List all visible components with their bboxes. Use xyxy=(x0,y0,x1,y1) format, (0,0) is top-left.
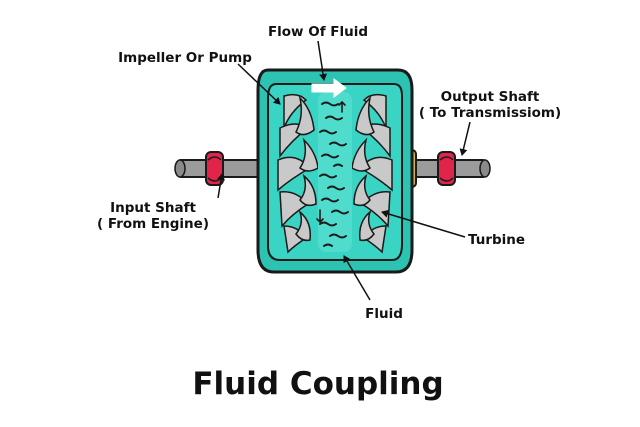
callout-line-impeller xyxy=(237,63,281,105)
output-shaft-collar xyxy=(437,151,456,186)
callout-line-input xyxy=(217,173,225,199)
callout-line-output xyxy=(459,121,471,156)
callout-line-flow xyxy=(317,40,328,81)
fluid-core xyxy=(316,92,352,252)
output-shaft-label: Output Shaft xyxy=(441,89,540,105)
turbine-blades xyxy=(351,93,393,254)
impeller-label: Impeller Or Pump xyxy=(118,50,252,66)
diagram-title: Fluid Coupling xyxy=(192,366,443,402)
input-shaft-label: Input Shaft xyxy=(110,200,196,216)
callout-line-turbine xyxy=(381,209,466,238)
flow-direction-arrow-icon xyxy=(311,78,347,98)
flow-of-fluid-label: Flow Of Fluid xyxy=(268,24,368,40)
input-shaft-sublabel: ( From Engine) xyxy=(97,216,209,232)
turbine-label: Turbine xyxy=(468,232,525,248)
output-shaft-sublabel: ( To Transmissiom) xyxy=(419,105,561,121)
impeller-blades xyxy=(277,93,319,254)
fluid-label: Fluid xyxy=(365,306,403,322)
callout-line-fluid xyxy=(343,255,371,301)
